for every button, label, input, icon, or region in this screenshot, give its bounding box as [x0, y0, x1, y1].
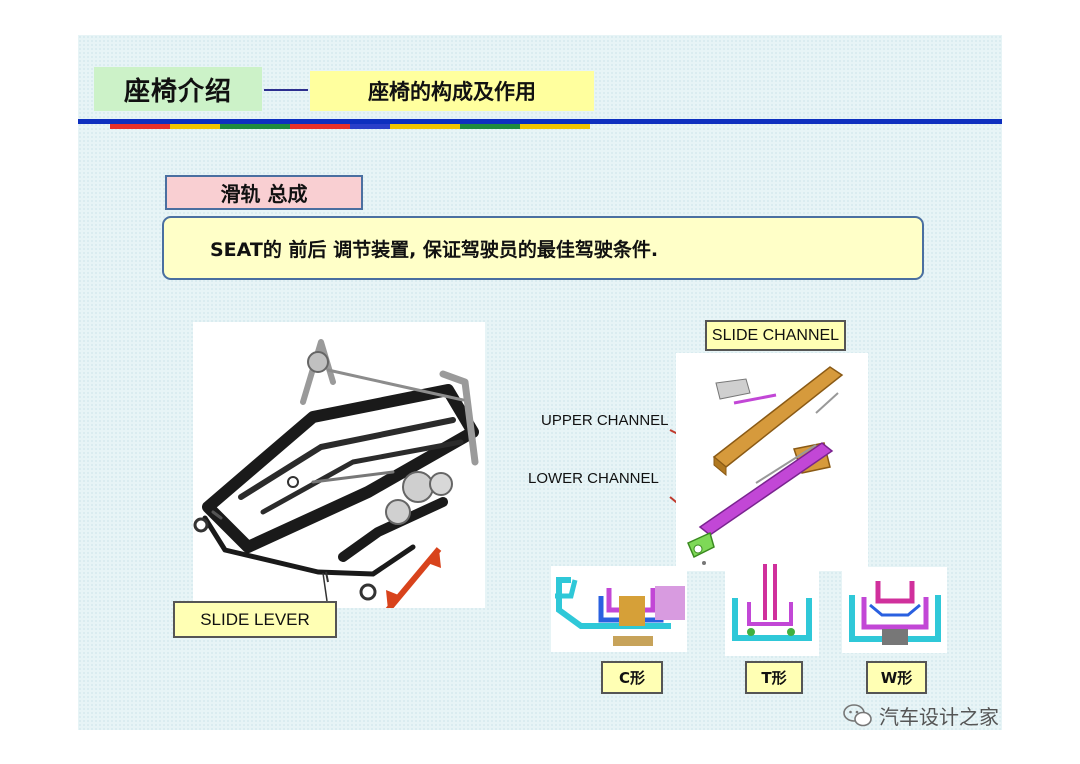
slide-lever-label: SLIDE LEVER: [173, 601, 337, 638]
watermark-text: 汽车设计之家: [879, 705, 999, 729]
w-shape-label: W形: [866, 661, 927, 694]
upper-channel-callout: UPPER CHANNEL: [541, 412, 669, 429]
wechat-icon: [843, 703, 872, 726]
c-shape-label: C形: [601, 661, 663, 694]
page-subtitle: 座椅的构成及作用: [310, 71, 594, 111]
section-description: SEAT的 前后 调节装置, 保证驾驶员的最佳驾驶条件.: [162, 216, 924, 280]
watermark: 汽车设计之家: [843, 701, 999, 730]
t-shape-section-image: [725, 560, 819, 656]
decorative-color-strip: [110, 124, 590, 129]
title-connector-line: [264, 89, 308, 91]
slide-channel-exploded-image: [676, 353, 868, 571]
w-shape-section-image: [842, 567, 947, 653]
c-shape-section-image: [551, 566, 687, 652]
page-title: 座椅介绍: [94, 67, 262, 111]
lower-channel-callout: LOWER CHANNEL: [528, 470, 659, 487]
section-title: 滑轨 总成: [165, 175, 363, 210]
header-divider: [78, 119, 1002, 124]
t-shape-label: T形: [745, 661, 803, 694]
seat-slide-assembly-image: [193, 322, 485, 608]
slide-channel-label: SLIDE CHANNEL: [705, 320, 846, 351]
